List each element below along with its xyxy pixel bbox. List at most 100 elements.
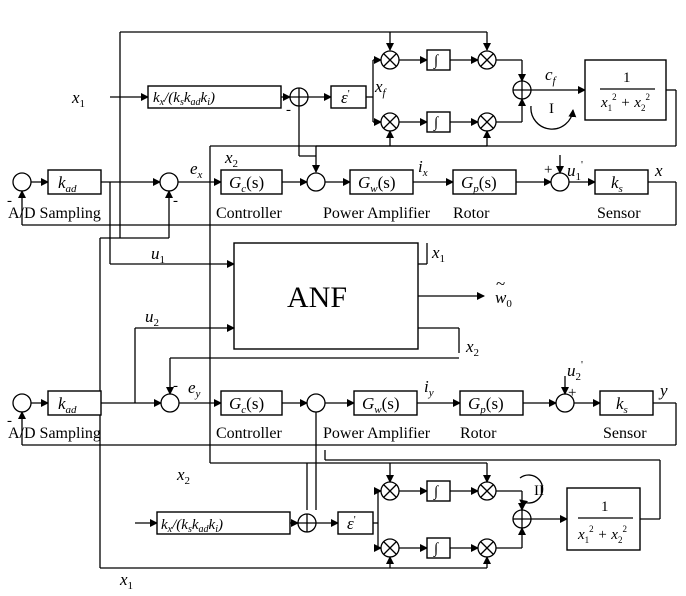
label-ix: ix [418,157,428,179]
loop-arrow-I [530,105,577,130]
gw-text-y: Gw(s) [362,394,400,416]
minus-sign: - [173,193,178,209]
kad-text-x: kad [58,173,77,195]
ref-sum-y [12,393,32,413]
fraction-numerator: 1 [623,70,631,86]
gp-text-y: Gp(s) [468,394,504,416]
fraction-denominator: x12 + x22 [600,92,650,113]
ks-block-y [599,390,654,416]
label-u1: u1 [151,244,165,266]
integrator-bottom-1 [426,480,451,502]
mult-x [383,53,397,67]
label-x2-bottom: x2 [176,465,190,487]
mult-x [480,484,494,498]
plus-sign: + [544,162,552,178]
gp-text-x: Gp(s) [461,173,497,195]
label-ex: ex [190,159,203,181]
control-sum-x [306,172,326,192]
bottom-filter [100,412,661,569]
kad-text-y: kad [58,394,77,416]
label-xf: xf [374,77,388,99]
loop-label-I: I [549,101,554,117]
caption-ad-sampling-x: A/D Sampling [8,205,101,222]
ks-text-y: ks [616,394,628,416]
mult-x [480,53,494,67]
gw-text-x: Gw(s) [358,173,396,195]
ks-text-x: ks [611,173,623,195]
minus-sign: - [286,102,291,118]
fraction-denominator: x12 + x22 [577,524,627,545]
caption-controller-x: Controller [216,205,282,222]
integrator-top-2 [426,111,451,133]
anf-label: ANF [287,281,347,314]
mult-x [383,115,397,129]
x-channel [12,32,677,568]
error-sum-y [160,393,180,413]
label-w0: w0 [495,288,512,310]
gc-block-y [220,390,283,416]
kad-block-x [47,169,102,195]
mult-x [480,541,494,555]
label-x1-bottom: x1 [119,570,133,592]
label-x2-top: x2 [224,148,238,170]
gp-block-x [452,169,517,195]
integrator-bottom-2 [426,537,451,559]
minus-sign: - [292,515,297,531]
label-x1-top: x1 [71,88,85,110]
epsilon-text-top: ε' [341,88,350,107]
minus-sign: - [173,378,178,394]
w0-tilde: ~ [496,274,505,293]
y-channel [12,376,677,446]
gw-block-y [353,390,418,416]
caption-rotor-x: Rotor [453,205,490,222]
gw-block-x [349,169,414,195]
integrator-glyph: ∫ [433,541,440,557]
label-iy: iy [424,377,434,399]
label-y-output: y [658,381,668,400]
label-ey: ey [188,378,201,400]
caption-ad-sampling-y: A/D Sampling [8,425,101,442]
control-sum-y [306,393,326,413]
caption-rotor-y: Rotor [460,425,497,442]
gc-text-y: Gc(s) [229,394,264,416]
error-sum-x [159,172,179,192]
plus-sign: + [568,385,576,401]
gc-text-x: Gc(s) [229,173,264,195]
label-u2: u2 [145,307,159,329]
label-u1-prime: u1' [567,159,583,183]
integrator-glyph: ∫ [433,484,440,500]
label-x1-anf: x1 [431,243,445,265]
caption-power-amplifier-y: Power Amplifier [323,425,431,442]
ks-block-x [594,169,649,195]
kad-block-y [47,390,102,416]
caption-power-amplifier-x: Power Amplifier [323,205,431,222]
epsilon-text-bottom: ε' [347,514,356,533]
caption-sensor-y: Sensor [603,425,647,442]
mult-x [383,541,397,555]
reciprocal-block-top [584,59,667,121]
minus-sign: - [7,413,12,429]
ref-sum-x [12,172,32,192]
label-x2-anf: x2 [465,337,479,359]
label-x-output: x [654,161,663,180]
integrator-glyph: ∫ [433,53,440,69]
top-filter [110,31,677,173]
minus-sign: - [7,193,12,209]
labels: x1 kx/(kskadki) - ε' xf ∫ ∫ cf 1 x12 + x… [7,53,668,592]
mult-x [480,115,494,129]
gp-block-y [459,390,524,416]
label-cf: cf [545,65,558,87]
caption-controller-y: Controller [216,425,282,442]
integrator-glyph: ∫ [433,115,440,131]
integrator-top-1 [426,49,451,71]
mult-x [383,484,397,498]
gain-text-bottom: kx/(kskadki) [161,517,223,535]
reciprocal-block-bottom [566,487,641,551]
loop-arrow-II [519,474,544,508]
loop-label-II: II [534,483,544,499]
gain-text-top: kx/(kskadki) [153,90,215,108]
anf [134,146,485,463]
gc-block-x [220,169,283,195]
label-u2-prime: u2' [567,359,583,383]
